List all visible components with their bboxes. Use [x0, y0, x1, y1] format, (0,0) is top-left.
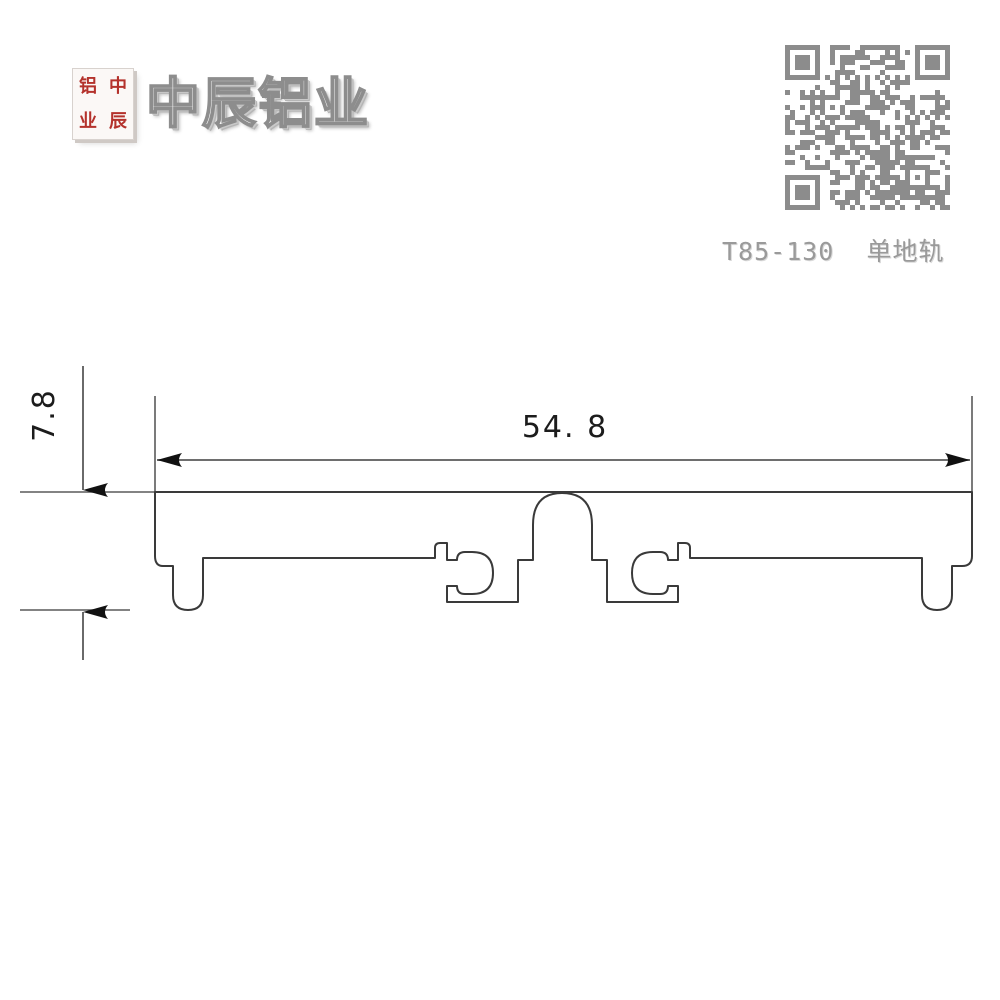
seal-char-3: 业: [79, 110, 97, 132]
seal-char-4: 辰: [109, 110, 127, 132]
company-logo: 铝 中 业 辰 中辰铝业: [72, 54, 370, 154]
company-seal-icon: 铝 中 业 辰: [72, 68, 134, 140]
seal-char-2: 中: [109, 75, 127, 97]
part-label: T85-130 单地轨: [722, 237, 945, 266]
seal-char-1: 铝: [79, 75, 97, 97]
qr-code: [785, 45, 950, 210]
dimension-label-width: 54. 8: [522, 410, 608, 445]
brand-name: 中辰铝业: [145, 72, 370, 135]
dimension-label-height: 7.8: [27, 388, 62, 442]
profile-outline: [154, 491, 973, 611]
